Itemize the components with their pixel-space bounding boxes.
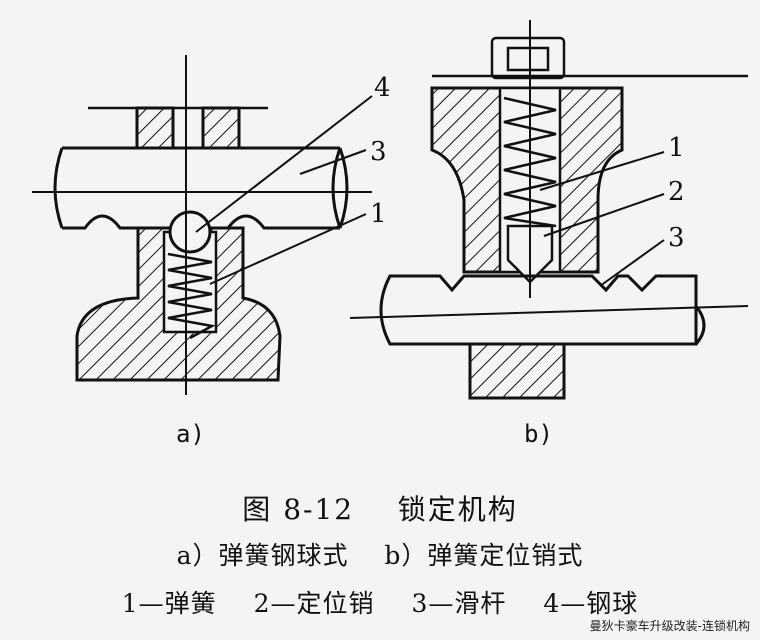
parts-legend: 1—弹簧 2—定位销 3—滑杆 4—钢球 (0, 584, 760, 620)
fig-a-part-1: 1 (370, 199, 387, 229)
legend-item-sliding-rod: 3—滑杆 (411, 589, 507, 618)
legend-item-steel-ball: 4—钢球 (543, 589, 639, 618)
figure-number: 8-12 (283, 493, 355, 526)
legend-item-spring: 1—弹簧 (121, 589, 217, 618)
figure-a-drawing (32, 55, 373, 395)
subcaption-b: b）弹簧定位销式 (384, 541, 584, 570)
subcaption-a: a）弹簧钢球式 (176, 541, 349, 570)
legend-item-locating-pin: 2—定位销 (253, 589, 375, 618)
figure-b-drawing (349, 20, 749, 400)
fig-b-part-3: 3 (668, 223, 685, 253)
figure-title-prefix: 图 (242, 493, 273, 526)
subfigure-captions: a）弹簧钢球式 b）弹簧定位销式 (0, 536, 760, 572)
watermark: 曼狄卡豪车升级改装-连锁机构 (589, 619, 750, 633)
fig-a-part-4: 4 (374, 73, 391, 103)
fig-b-part-2: 2 (668, 177, 685, 207)
fig-a-label: a) (176, 420, 205, 448)
fig-b-part-1: 1 (668, 133, 685, 163)
figure-title: 图 8-12 锁定机构 (0, 488, 760, 528)
figure-title-text: 锁定机构 (397, 493, 518, 526)
locking-mechanism-figure: 4 3 1 1 2 3 a) b) (32, 20, 749, 448)
fig-b-label: b) (524, 420, 553, 448)
fig-a-part-3: 3 (370, 137, 387, 167)
